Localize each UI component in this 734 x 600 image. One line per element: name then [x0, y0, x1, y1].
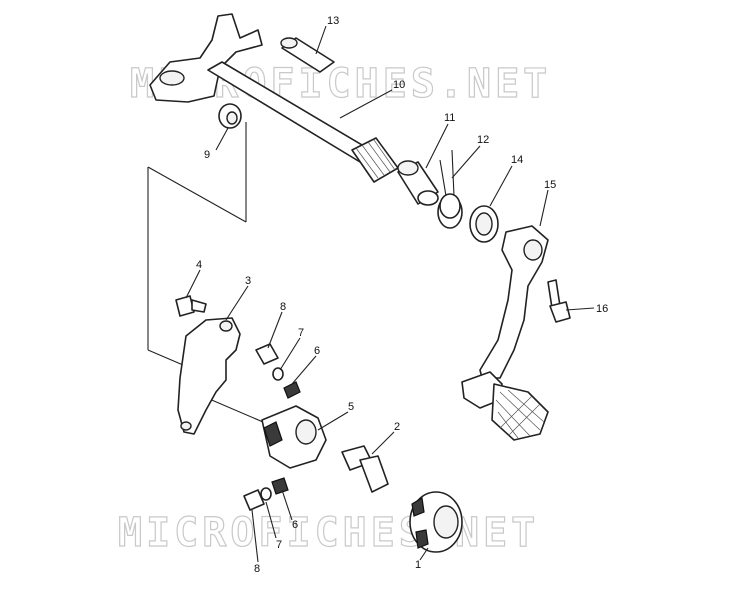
part-13-pin[interactable] — [280, 37, 335, 73]
callout-6-top: 6 — [314, 345, 320, 357]
part-7-pin-top[interactable] — [272, 367, 284, 381]
watermark-bottom: MICROFICHES.NET — [118, 510, 539, 556]
callout-10: 10 — [393, 79, 405, 91]
part-6-spring-top[interactable] — [283, 381, 301, 399]
callout-9: 9 — [204, 149, 210, 161]
callout-14: 14 — [511, 154, 523, 166]
callout-3: 3 — [245, 275, 251, 287]
callout-1: 1 — [415, 559, 421, 571]
callout-8-top: 8 — [280, 301, 286, 313]
part-11-bushing[interactable] — [397, 160, 439, 206]
callout-5: 5 — [348, 401, 354, 413]
part-14-seal[interactable] — [469, 205, 499, 243]
callout-12: 12 — [477, 134, 489, 146]
leader-lines — [185, 25, 595, 563]
callout-8-bottom: 8 — [254, 563, 260, 575]
callout-13: 13 — [327, 15, 339, 27]
callout-4: 4 — [196, 259, 202, 271]
callout-7-bottom: 7 — [276, 539, 282, 551]
reference-frame — [147, 122, 271, 426]
part-1-segment[interactable] — [409, 491, 463, 553]
part-8-stopper-bottom[interactable] — [243, 489, 265, 511]
part-4-bolt[interactable] — [175, 295, 207, 317]
callout-6-bottom: 6 — [292, 519, 298, 531]
part-3-stopper-plate[interactable] — [177, 317, 241, 435]
callout-7-top: 7 — [298, 327, 304, 339]
part-6-spring-bottom[interactable] — [271, 477, 289, 495]
part-15-shift-pedal[interactable] — [461, 225, 549, 441]
part-16-bolt[interactable] — [547, 279, 571, 323]
part-8-stopper-top[interactable] — [255, 343, 279, 365]
part-9-collar[interactable] — [218, 103, 242, 129]
callout-16: 16 — [596, 303, 608, 315]
part-2-bolt[interactable] — [341, 445, 389, 493]
callout-15: 15 — [544, 179, 556, 191]
part-10-shift-shaft[interactable] — [149, 13, 399, 183]
part-12-spring[interactable] — [437, 149, 463, 229]
part-7-pin-bottom[interactable] — [260, 487, 272, 501]
callout-2: 2 — [394, 421, 400, 433]
part-5-drum-segment[interactable] — [261, 405, 327, 469]
callout-11: 11 — [444, 112, 455, 124]
callout-labels: 13 10 11 12 14 15 16 9 4 3 8 7 6 5 2 6 7… — [196, 15, 608, 575]
